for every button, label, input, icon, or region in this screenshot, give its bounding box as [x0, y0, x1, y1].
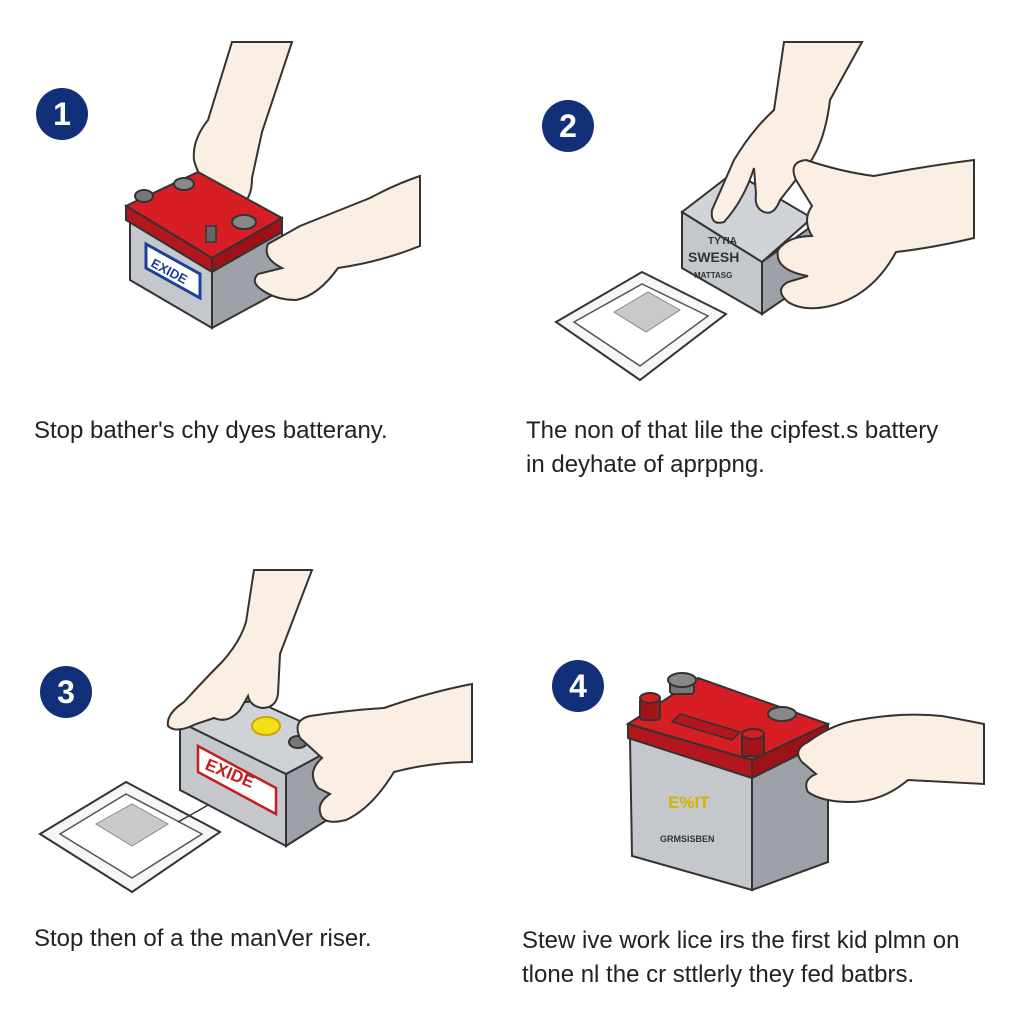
step-1-illustration: EXIDE: [123, 41, 421, 330]
step-3-panel: EXIDE 3 Stop then of a the manVer riser.: [0, 512, 512, 1024]
step-number-badge: 3: [40, 666, 92, 718]
battery-label-line: MATTASG: [694, 271, 732, 280]
step-number: 3: [57, 673, 75, 710]
caption-line: The non of that lile the cipfest.s batte…: [526, 417, 939, 444]
caption-line: Stop bather's chy dyes batterany.: [34, 417, 388, 444]
step-number-badge: 2: [542, 100, 594, 152]
step-number-badge: 4: [552, 660, 604, 712]
step-caption: The non of that lile the cipfest.s batte…: [526, 414, 938, 482]
caption-line: in deyhate of aprppng.: [526, 451, 765, 478]
step-number: 4: [569, 667, 587, 704]
step-caption: Stop bather's chy dyes batterany.: [34, 414, 388, 448]
step-number: 1: [53, 95, 71, 132]
step-number-badge: 1: [36, 88, 88, 140]
caption-line: tlone nl the cr sttlerly they fed batbrs…: [522, 961, 915, 988]
battery-label-line: E%IT: [668, 793, 710, 812]
step-1-panel: EXIDE 1 Stop bather's chy dyes batterany…: [0, 0, 512, 512]
step-caption: Stew ive work lice irs the first kid plm…: [522, 924, 959, 992]
step-4-illustration: E%IT GRMSISBEN: [625, 672, 985, 892]
step-caption: Stop then of a the manVer riser.: [34, 922, 372, 956]
step-number: 2: [559, 107, 577, 144]
step-2-panel: TYTIA SWESH MATTASG 2 The non of that li…: [512, 0, 1024, 512]
battery-label-line: GRMSISBEN: [660, 834, 715, 844]
battery-label-line: SWESH: [688, 249, 739, 265]
caption-line: Stop then of a the manVer riser.: [34, 925, 372, 952]
step-4-panel: E%IT GRMSISBEN 4 Stew ive work lice irs …: [512, 512, 1024, 1024]
step-3-illustration: EXIDE: [38, 569, 473, 894]
step-2-illustration: TYTIA SWESH MATTASG: [554, 41, 975, 382]
caption-line: Stew ive work lice irs the first kid plm…: [522, 927, 960, 954]
battery-label-line: TYTIA: [708, 236, 737, 247]
